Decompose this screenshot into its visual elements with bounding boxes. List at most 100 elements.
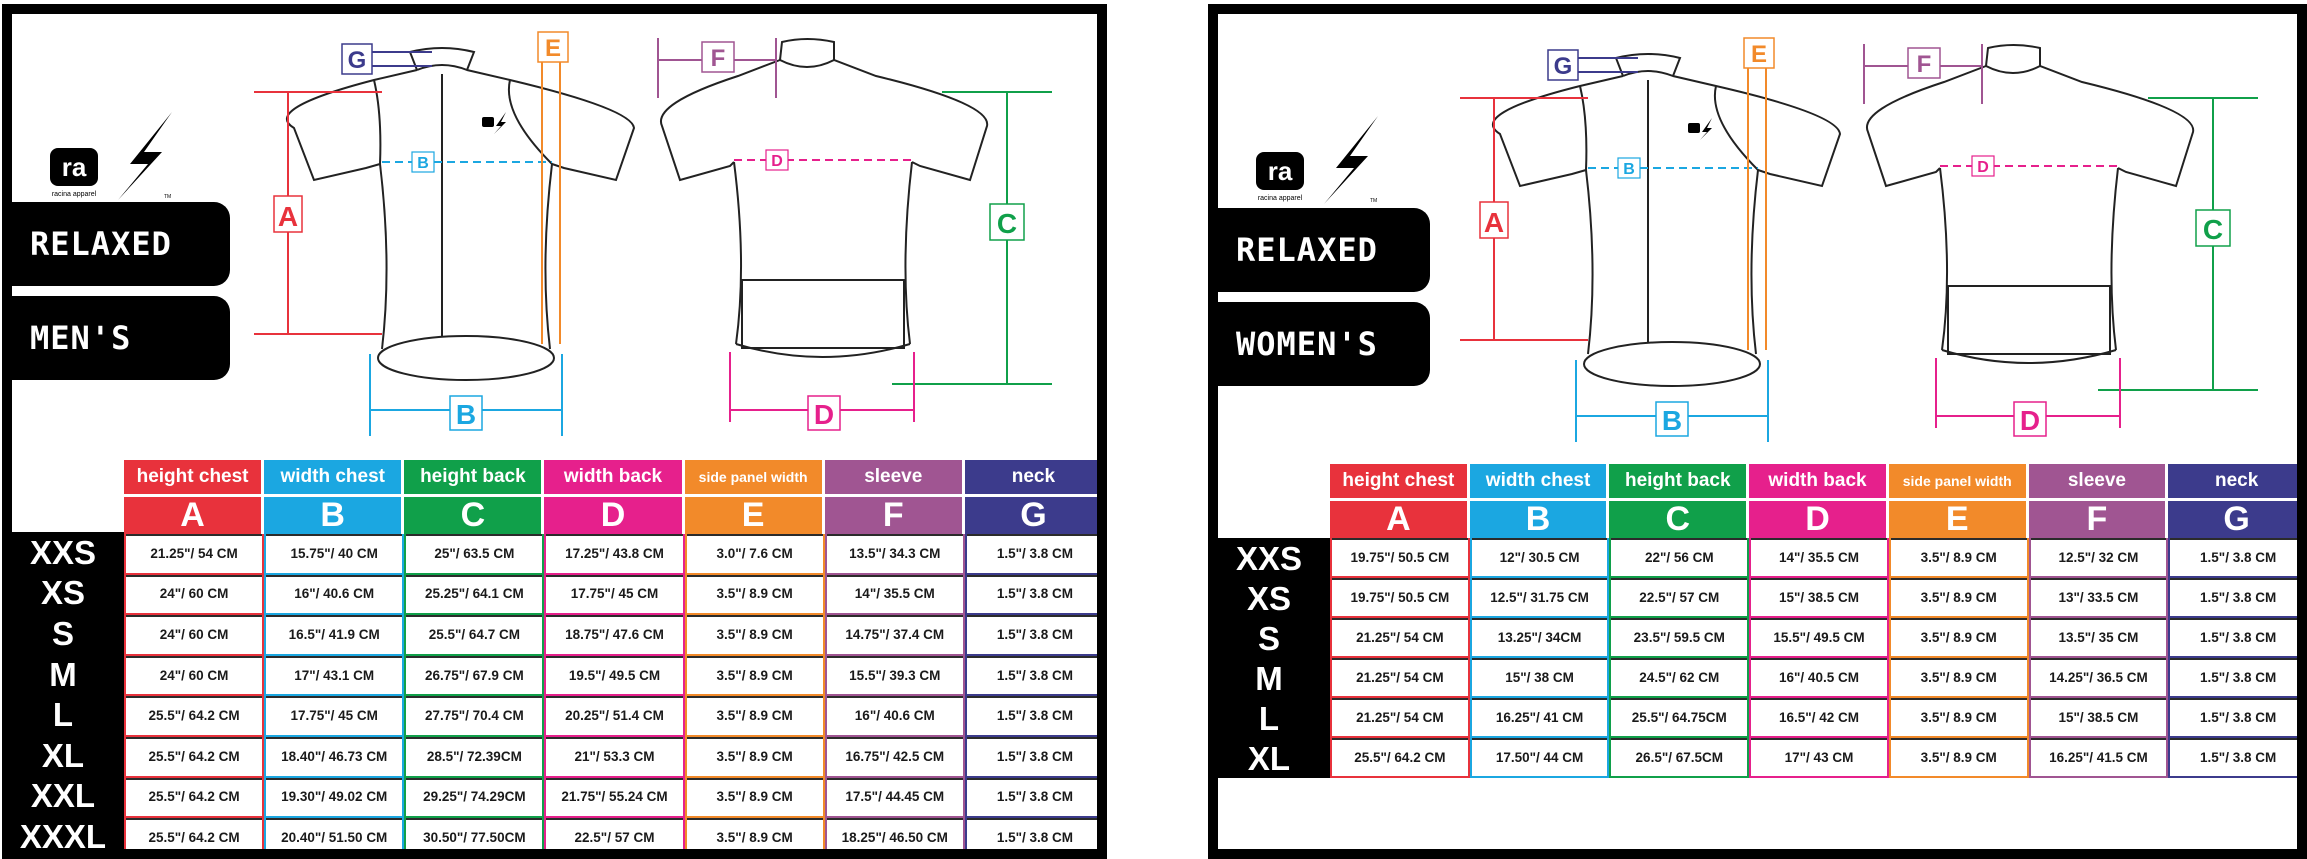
size-label: XS (1246, 579, 1292, 617)
table-cell: 26.5"/ 67.5CM (1609, 738, 1750, 778)
logo-tm: TM (1370, 198, 1377, 204)
dimension-b-label: B (456, 399, 476, 430)
table-cell: 1.5"/ 3.8 CM (964, 818, 1097, 849)
size-label: S (51, 614, 74, 652)
table-cell: 17"/ 43.1 CM (264, 655, 405, 697)
table-cell: 17.50"/ 44 CM (1469, 738, 1610, 778)
table-cell: 20.25"/ 51.4 CM (544, 696, 685, 737)
column-header-height-chest: height chest (124, 460, 265, 494)
column-letter-side-panel-width: E (1888, 498, 2029, 538)
column-letter-neck: G (964, 494, 1097, 534)
dimension-a: A (1460, 97, 1588, 341)
table-cell: 18.40"/ 46.73 CM (264, 736, 405, 778)
table-cell: 3.5"/ 8.9 CM (684, 615, 825, 656)
table-cell: 17.75"/ 45 CM (544, 574, 685, 616)
table-cell: 30.50"/ 77.50CM (404, 818, 545, 849)
table-cell: 29.25"/ 74.29CM (404, 777, 545, 819)
table-cell: 13.5"/ 35 CM (2028, 618, 2169, 658)
table-cell: 24"/ 60 CM (124, 655, 265, 697)
table-cell: 18.25"/ 46.50 CM (824, 818, 965, 849)
table-cell: 3.5"/ 8.9 CM (1888, 658, 2029, 698)
dimension-b-label: B (1662, 405, 1682, 436)
table-cell: 13"/ 33.5 CM (2028, 578, 2169, 618)
size-label: XXS (29, 533, 97, 571)
table-cell: 26.75"/ 67.9 CM (404, 655, 545, 697)
dimension-g-label: G (1554, 53, 1573, 80)
size-label: XL (41, 736, 85, 774)
racina-logo: ra racina apparel TM (1256, 116, 1378, 204)
table-cell: 12.5"/ 31.75 CM (1469, 578, 1610, 618)
table-cell: 3.5"/ 8.9 CM (684, 818, 825, 849)
dimension-g: G (341, 43, 432, 75)
fit-label: RELAXED (12, 202, 230, 286)
column-letter-height-chest: A (124, 494, 265, 534)
fit-label-text: RELAXED (30, 225, 172, 263)
table-cell: 3.5"/ 8.9 CM (684, 777, 825, 819)
column-header-side-panel-width: side panel width (1888, 464, 2029, 498)
table-cell: 1.5"/ 3.8 CM (964, 696, 1097, 737)
dimension-d-inline-label: D (771, 153, 783, 170)
column-header-neck: neck (964, 460, 1097, 494)
table-cell: 21.75"/ 55.24 CM (544, 777, 685, 819)
table-cell: 1.5"/ 3.8 CM (964, 534, 1097, 575)
jersey-chest-logo (1688, 118, 1712, 140)
dimension-c: C (2098, 97, 2258, 391)
table-cell: 14"/ 35.5 CM (1749, 538, 1889, 578)
table-cell: 24.5"/ 62 CM (1609, 658, 1750, 698)
dimension-c: C (892, 91, 1052, 385)
size-label: S (1257, 619, 1280, 657)
table-cell: 1.5"/ 3.8 CM (2168, 738, 2297, 778)
table-cell: 14"/ 35.5 CM (824, 574, 965, 616)
table-cell: 16.5"/ 41.9 CM (264, 615, 405, 656)
front-jersey-drawing (286, 47, 636, 381)
table-cell: 16.25"/ 41.5 CM (2028, 738, 2169, 778)
table-cell: 15.5"/ 39.3 CM (824, 655, 965, 697)
size-label: M (1255, 659, 1283, 697)
dimension-e: E (1743, 37, 1775, 350)
dimension-b-inline-label: B (417, 155, 429, 172)
table-cell: 15.75"/ 40 CM (264, 534, 405, 575)
column-letter-width-chest: B (264, 494, 405, 534)
dimension-c-label: C (2203, 214, 2223, 245)
column-letter-height-chest: A (1330, 498, 1470, 538)
size-label: XXXL (19, 817, 107, 855)
column-header-width-chest: width chest (264, 460, 405, 494)
size-label: XL (1247, 739, 1291, 777)
dimension-d: D D (729, 149, 915, 431)
table-cell: 1.5"/ 3.8 CM (2168, 538, 2297, 578)
table-cell: 3.5"/ 8.9 CM (1888, 578, 2029, 618)
table-cell: 22.5"/ 57 CM (544, 818, 685, 849)
table-cell: 15"/ 38.5 CM (2028, 698, 2169, 738)
table-cell: 20.40"/ 51.50 CM (264, 818, 405, 849)
table-cell: 21.25"/ 54 CM (1330, 698, 1470, 738)
table-cell: 13.25"/ 34CM (1469, 618, 1610, 658)
size-label: XXL (30, 777, 96, 815)
gender-label-text: MEN'S (30, 319, 132, 357)
table-cell: 21.25"/ 54 CM (1330, 618, 1470, 658)
dimension-d-label: D (2020, 405, 2040, 436)
column-header-width-chest: width chest (1469, 464, 1610, 498)
logo-mark: ra (62, 152, 87, 182)
table-cell: 17.25"/ 43.8 CM (544, 534, 685, 575)
table-cell: 16"/ 40.6 CM (824, 696, 965, 737)
gender-label: MEN'S (12, 296, 230, 380)
mens-jersey-diagram: ra racina apparel TM (50, 31, 1052, 436)
dimension-e-label: E (1751, 41, 1767, 68)
table-cell: 19.5"/ 49.5 CM (544, 655, 685, 697)
table-cell: 25.5"/ 64.2 CM (1330, 738, 1470, 778)
column-header-width-back: width back (544, 460, 685, 494)
table-cell: 1.5"/ 3.8 CM (964, 615, 1097, 656)
table-cell: 14.75"/ 37.4 CM (824, 615, 965, 656)
gender-label: WOMEN'S (1218, 302, 1430, 386)
dimension-f-label: F (1917, 51, 1932, 78)
table-cell: 3.5"/ 8.9 CM (1888, 698, 2029, 738)
dimension-a-label: A (1484, 207, 1504, 238)
table-cell: 22"/ 56 CM (1609, 538, 1750, 578)
column-header-height-back: height back (1609, 464, 1750, 498)
logo-tagline: racina apparel (1258, 195, 1303, 202)
table-cell: 1.5"/ 3.8 CM (2168, 698, 2297, 738)
racina-logo: ra racina apparel TM (50, 112, 172, 200)
dimension-a-label: A (278, 201, 298, 232)
